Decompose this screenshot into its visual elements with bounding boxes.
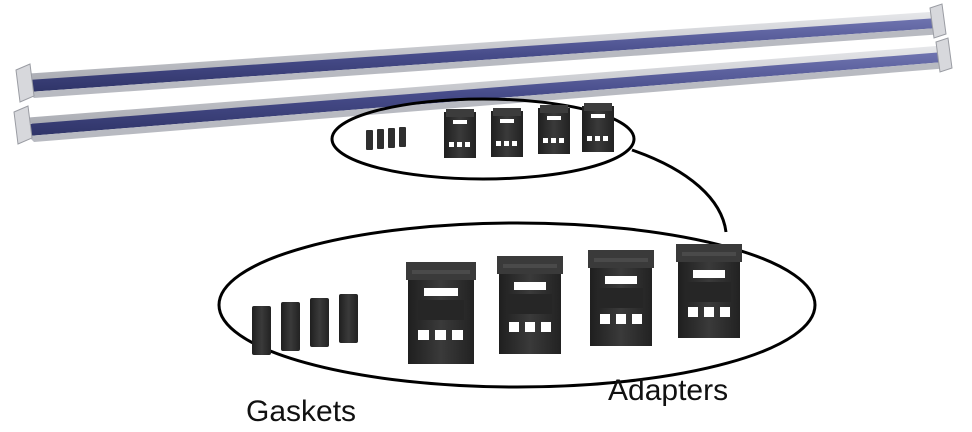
gasket [281, 302, 300, 351]
small-gaskets [366, 127, 406, 150]
detail-ellipse [217, 221, 817, 389]
rails [13, 3, 953, 145]
gaskets-label: Gaskets [246, 395, 357, 428]
overview-ellipse-group [330, 97, 636, 181]
rail-bottom [13, 37, 953, 145]
gasket [339, 294, 358, 343]
gasket [310, 298, 329, 347]
adapter [406, 262, 476, 364]
small-adapters [444, 103, 614, 158]
overview-ellipse [330, 97, 636, 181]
adapter [588, 250, 654, 346]
detail-ellipse-group [217, 221, 817, 389]
rail-top [15, 3, 947, 103]
gaskets [252, 294, 358, 355]
adapters [406, 244, 742, 364]
adapters-label: Adapters [608, 374, 729, 407]
adapter [497, 256, 563, 354]
zoom-connector-line [631, 148, 728, 233]
adapter [676, 244, 742, 338]
gasket [252, 306, 271, 355]
